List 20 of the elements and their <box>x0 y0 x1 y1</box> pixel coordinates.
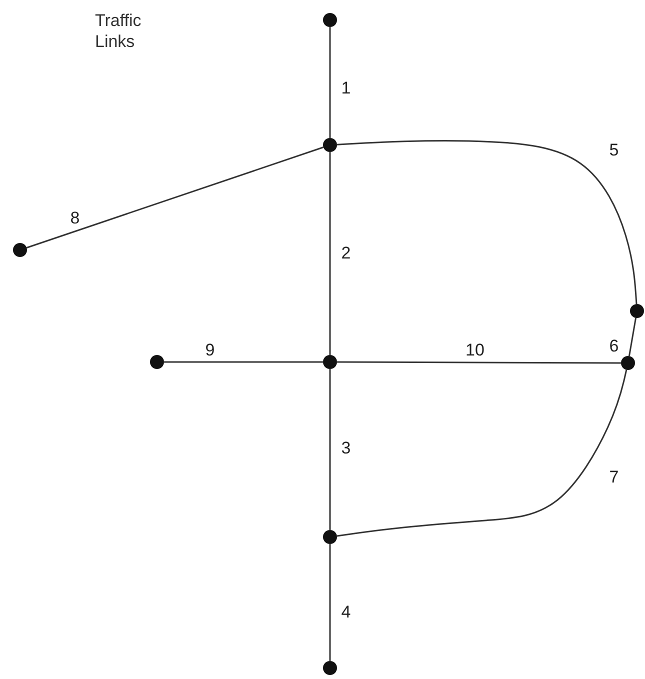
road-link-line <box>164 361 323 363</box>
junction-dot <box>323 530 337 544</box>
junction-dot <box>323 13 337 27</box>
road-link-line <box>329 152 331 355</box>
junction-dot <box>150 355 164 369</box>
road-link-line <box>336 140 638 304</box>
junction-dot <box>13 243 27 257</box>
junction-dot <box>323 138 337 152</box>
title: Traffic Links <box>95 10 142 52</box>
junction-dot <box>323 355 337 369</box>
junction-dot <box>323 661 337 675</box>
road-link-line <box>336 370 628 537</box>
road-link-line <box>628 318 637 356</box>
junction-dot <box>621 356 635 370</box>
junction-dot <box>630 304 644 318</box>
road-link-line <box>329 544 331 661</box>
road-link-line <box>26 146 324 248</box>
road-link-line <box>329 369 331 530</box>
road-link-line <box>329 27 331 138</box>
road-link-line <box>337 361 621 364</box>
